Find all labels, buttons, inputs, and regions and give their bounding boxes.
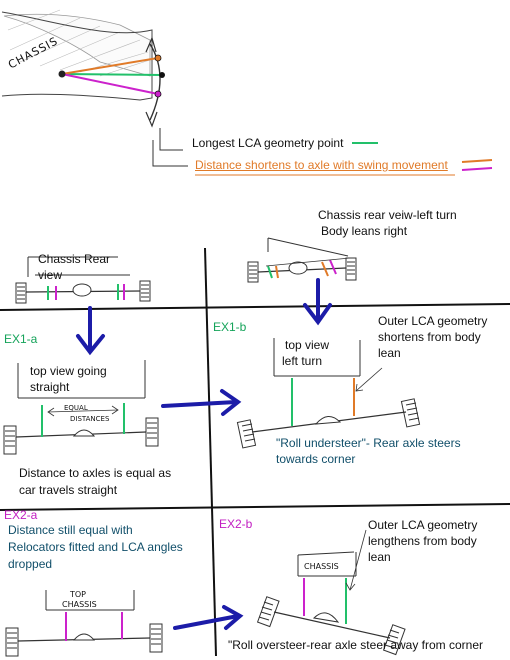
rear-view-left-label-2: view [38,268,63,282]
ex1a-tag: EX1-a [4,332,38,346]
legend-orange-label: Distance shortens to axle with swing mov… [195,158,448,172]
arrow-down-right [303,278,332,326]
ex2b-note-2: lengthens from body [368,534,477,548]
ex2a-caption-2: Relocators fitted and LCA angles [8,540,183,554]
ex2a-axle [5,612,163,657]
ex1b-note-2: shortens from body [378,330,481,344]
grid-horizontal-2 [0,503,510,511]
ex2b-caption-1: "Roll oversteer-rear axle steer away fro… [228,638,484,652]
axle-point-magenta [154,90,162,98]
ex2a-tag: EX2-a [4,508,38,522]
chassis-outline [3,13,151,77]
ex1a-box-line-2: straight [30,380,70,394]
rear-axle-left [15,280,151,304]
ex2a-box-line-1: TOP [70,590,87,599]
leader-green [159,128,183,151]
ex1a-equal-label-2: DISTANCES [70,415,110,423]
ex1b-caption-1: "Roll understeer"- Rear axle steers [276,436,461,450]
grid-horizontal-1 [0,303,510,311]
ex2b-note-1: Outer LCA geometry [368,518,478,532]
ex2b-note-3: lean [368,550,391,564]
ex2b-axle [256,529,406,656]
swing-arc [149,43,161,121]
arc-arrow-top [145,36,157,53]
ex2b-tag: EX2-b [219,517,253,531]
ex2a-caption-3: dropped [8,557,53,571]
ex1a-caption-2: car travels straight [19,483,118,497]
ex2a-box-line-2: CHASSIS [62,600,97,609]
rear-view-right-caption-1: Chassis rear veiw-left turn [318,208,457,222]
arrow-down-left [76,306,105,356]
rear-view-right-caption-2: Body leans right [321,224,408,238]
ex1b-box-line-1: top view [285,338,330,352]
grid-vertical [204,247,217,657]
ex1b-box-line-2: left turn [282,354,323,368]
ex1b-note-3: lean [378,346,401,360]
legend-green-label: Longest LCA geometry point [192,136,344,150]
ex1a-box-line-1: top view going [30,364,107,378]
ex1a-caption-1: Distance to axles is equal as [19,466,172,480]
legend-orange-swatch [461,159,493,163]
rear-axle-right [247,257,357,283]
rear-view-left-label-1: Chassis Rear [38,252,111,266]
lca-magenta-line [61,73,159,95]
arrow-right-ex1 [161,389,242,416]
axle-point-orange [154,54,162,62]
ex1b-tag: EX1-b [213,320,247,334]
ex1b-note-1: Outer LCA geometry [378,314,488,328]
chassis-edge [1,11,153,101]
ex1a-axle [3,403,159,455]
ex1b-caption-2: towards corner [276,452,356,466]
leader-orange [152,140,188,167]
lca-orange-line [61,57,159,75]
pivot-point [58,70,66,78]
axle-point-green [159,72,165,78]
arrow-right-ex2 [173,605,244,630]
ex2a-caption-1: Distance still equal with [8,523,133,537]
lca-green-line [61,73,163,76]
legend-magenta-swatch [461,167,493,171]
ex1b-axle [236,367,421,449]
ex1a-equal-label-1: EQUAL [64,404,88,412]
arc-arrow-bottom [145,111,158,128]
ex2b-box-label: CHASSIS [304,562,339,571]
